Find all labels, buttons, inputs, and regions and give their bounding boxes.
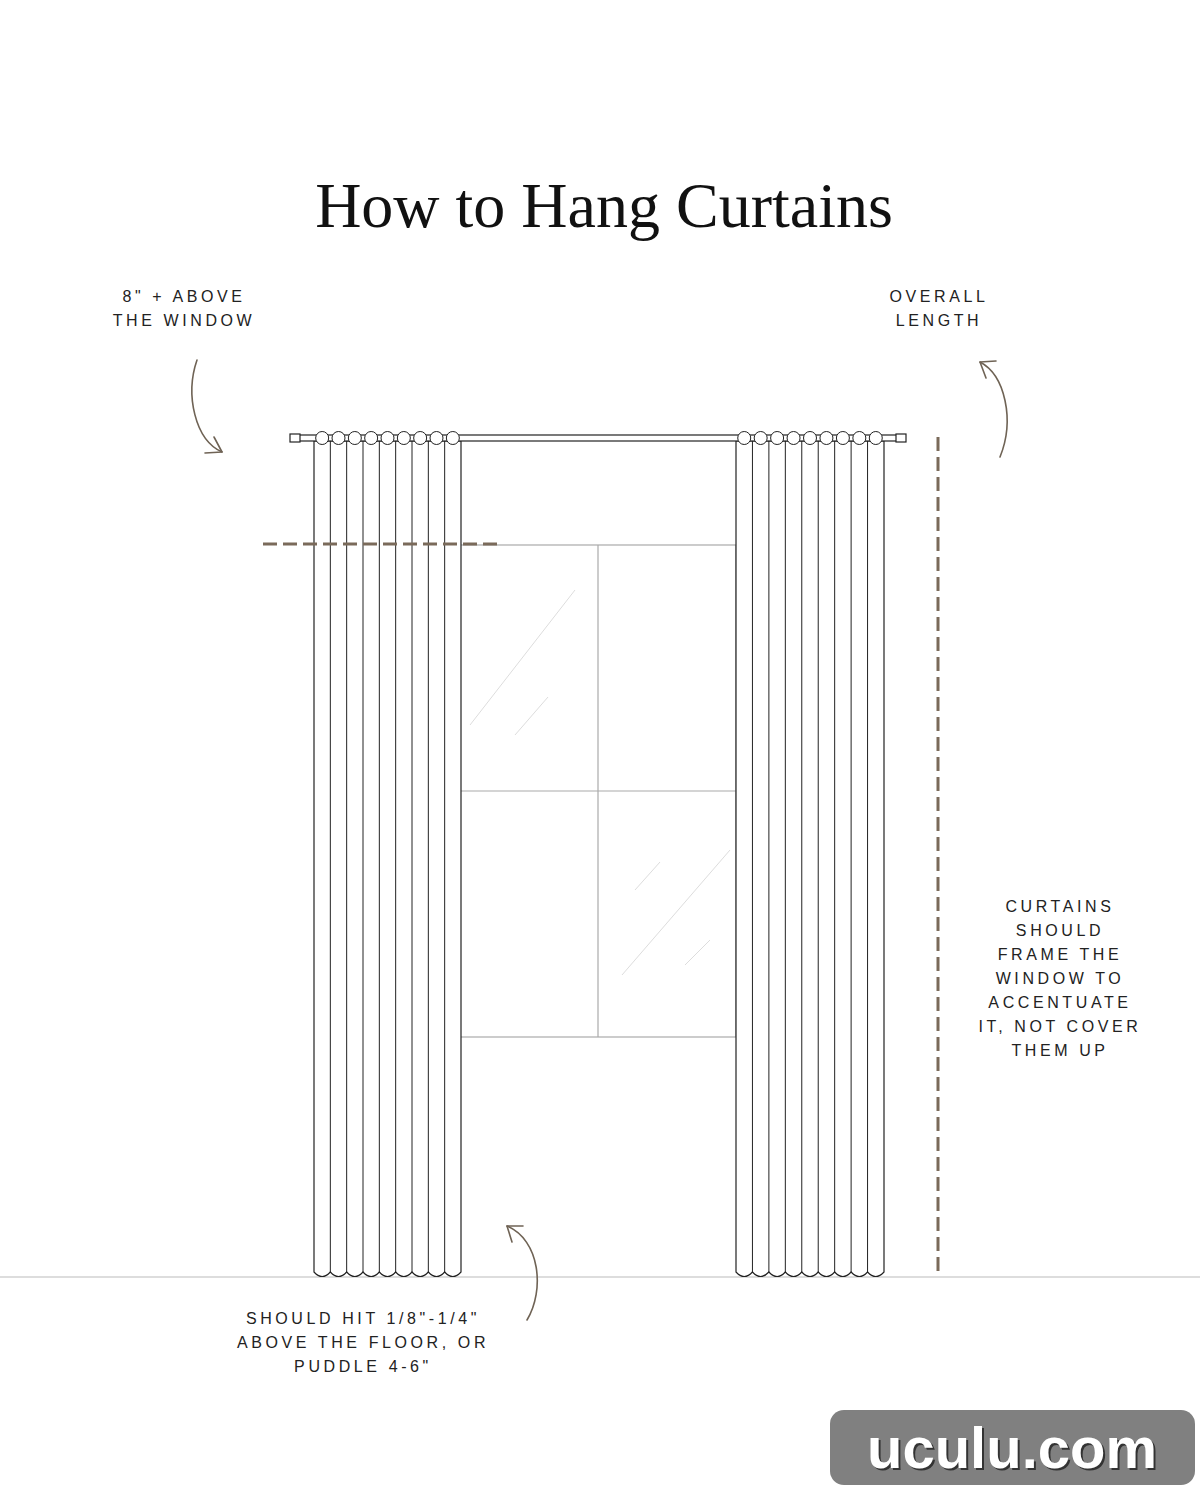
floor-line (0, 1276, 1200, 1277)
curtain-pleat (346, 441, 347, 1273)
curtain-pleat (379, 441, 380, 1273)
callout-note: CURTAINS SHOULD FRAME THE WINDOW TO ACCE… (977, 895, 1143, 1063)
callout-note: OVERALL LENGTH (868, 285, 1010, 333)
curtain-panels (314, 441, 884, 1277)
curtain-ring (397, 432, 410, 445)
curtain-ring (414, 432, 427, 445)
curtain-ring (348, 432, 361, 445)
curtain-ring (771, 432, 784, 445)
curtain-pleat (330, 441, 331, 1273)
curtain-pleat (851, 441, 852, 1273)
curtain-pleat (752, 441, 753, 1273)
curtain-ring (853, 432, 866, 445)
curtain-ring (430, 432, 443, 445)
curtain-ring (446, 432, 459, 445)
curtain-panel (736, 441, 884, 1277)
curtain-ring (820, 432, 833, 445)
curtain-pleat (428, 441, 429, 1273)
curtain-pleat (818, 441, 819, 1273)
callout-note: SHOULD HIT 1/8"-1/4" ABOVE THE FLOOR, OR… (221, 1307, 506, 1379)
curtain-pleat (801, 441, 802, 1273)
glass-highlight (470, 590, 730, 975)
curtain-ring (332, 432, 345, 445)
curtain-ring (787, 432, 800, 445)
curtain-ring (869, 432, 882, 445)
curtain-ring (754, 432, 767, 445)
curtain-ring (316, 432, 329, 445)
curtain-pleat (444, 441, 445, 1273)
pointer-arrow (192, 360, 1007, 1320)
window-top-mark (263, 543, 502, 546)
curtain-pleat (363, 441, 364, 1273)
curtain-ring (738, 432, 751, 445)
curtain-pleat (867, 441, 868, 1273)
length-mark (937, 437, 940, 1272)
curtain-ring (804, 432, 817, 445)
curtain-ring (365, 432, 378, 445)
curtain-pleat (768, 441, 769, 1273)
curtain-ring (836, 432, 849, 445)
curtain-ring (381, 432, 394, 445)
curtain-panel (314, 441, 461, 1277)
diagram-title: How to Hang Curtains (4, 168, 1200, 245)
curtain-rings (316, 432, 883, 445)
curtain-pleat (785, 441, 786, 1273)
curtain-pleat (395, 441, 396, 1273)
curtain-pleat (412, 441, 413, 1273)
curtain-pleat (834, 441, 835, 1273)
callout-note: 8" + ABOVE THE WINDOW (98, 285, 270, 333)
watermark: uculu.com (830, 1410, 1195, 1485)
window (460, 545, 736, 1037)
